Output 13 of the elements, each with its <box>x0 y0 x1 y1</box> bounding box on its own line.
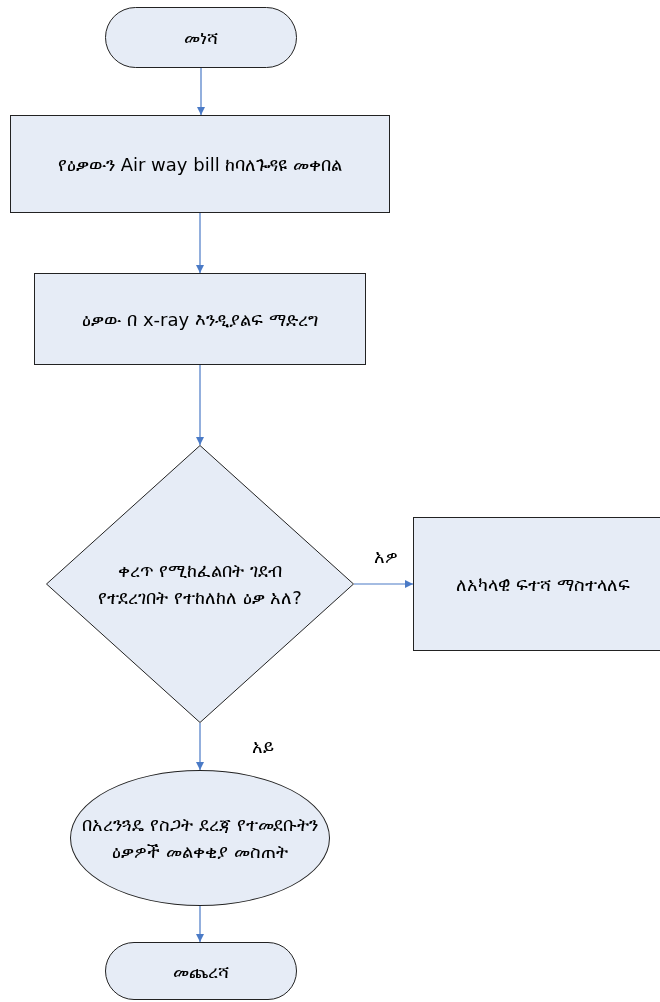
terminal-shape: በአረንጓዴ የስጋት ደረጃ የተመደቡትን ዕቃዎች መልቀቂያ መስጠት <box>70 770 330 906</box>
arrow <box>196 905 204 943</box>
decision-text: ቀረጥ የሚከፈልበት ገደብ የተደረገበት የተከለከለ ዕቃ አለ? <box>97 559 303 610</box>
arrow <box>197 67 205 116</box>
arrow <box>196 722 204 771</box>
arrow <box>196 212 204 274</box>
process-box: ለአካላዊ ፍተሻ ማስተላለፍ <box>413 517 660 651</box>
process-box: የዕቃውን Air way bill ከባለጉዳዩ መቀበል <box>10 115 390 213</box>
process-box: ዕቃው በ x-ray እንዲያልፍ ማድረግ <box>34 273 366 365</box>
arrow <box>196 364 204 446</box>
arrow <box>353 580 414 588</box>
terminal-shape: መነሻ <box>105 7 297 68</box>
terminal-shape: መጨረሻ <box>105 942 297 1000</box>
